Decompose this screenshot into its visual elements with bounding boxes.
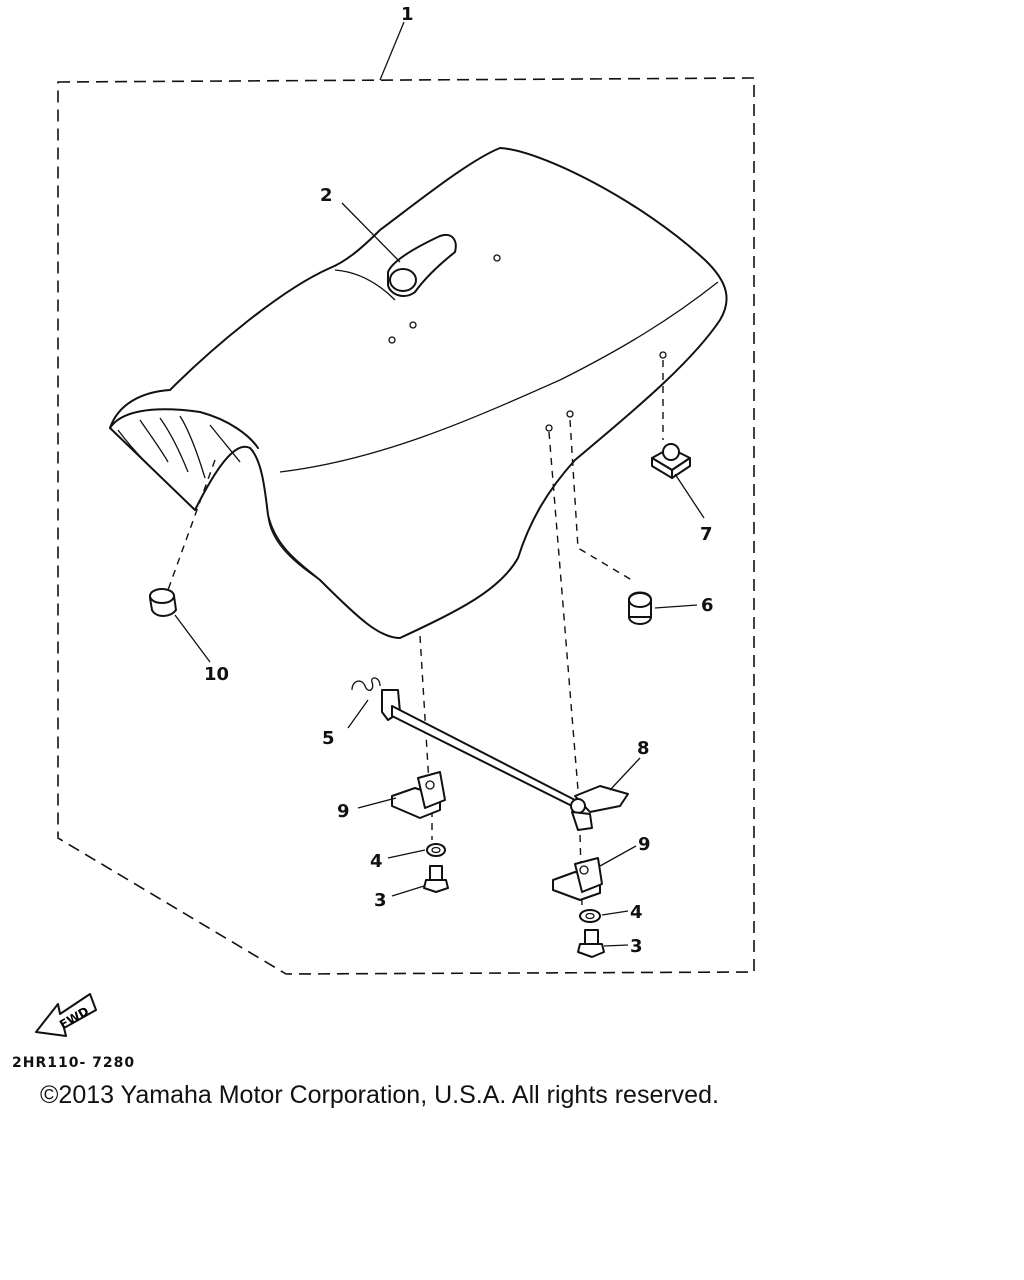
part-6-damper [569, 419, 652, 625]
leader-8 [609, 757, 641, 791]
leader-10 [174, 614, 211, 663]
leader-5 [347, 699, 369, 729]
leader-9a [357, 797, 397, 809]
callout-3a: 3 [374, 890, 387, 911]
part-7-clip-nut [651, 360, 691, 479]
part-10-damper [149, 459, 216, 617]
leader-9b [599, 845, 637, 867]
callout-7: 7 [700, 524, 713, 545]
callout-4a: 4 [370, 851, 383, 872]
callout-9a: 9 [337, 801, 350, 822]
part-8-lock-rod [381, 689, 629, 831]
diagram-code: 2HR110- 7280 [12, 1055, 136, 1071]
callout-6: 6 [701, 595, 714, 616]
callout-9b: 9 [638, 834, 651, 855]
leader-4a [387, 849, 426, 859]
callout-5: 5 [322, 728, 335, 749]
part-9-bracket-left [391, 771, 446, 819]
part-4-washer-left [426, 843, 446, 857]
part-3-bolt-right [577, 929, 605, 958]
part-5-spring [351, 677, 381, 691]
part-3-bolt-left [423, 865, 449, 893]
callout-2: 2 [320, 185, 333, 206]
callout-4b: 4 [630, 902, 643, 923]
callout-1: 1 [401, 4, 414, 25]
leader-1 [379, 21, 405, 81]
seat-body [109, 147, 728, 639]
leader-7 [674, 473, 705, 519]
leader-6 [654, 604, 698, 609]
part-9-bracket-right [552, 857, 603, 901]
assembly-boundary [57, 77, 755, 975]
seat-strap [387, 234, 457, 297]
callout-8: 8 [637, 738, 650, 759]
leader-3b [603, 944, 629, 947]
leader-3a [391, 885, 425, 897]
copyright-notice: ©2013 Yamaha Motor Corporation, U.S.A. A… [40, 1081, 719, 1109]
callout-3b: 3 [630, 936, 643, 957]
leader-4b [601, 910, 629, 916]
fwd-arrow-icon: FWD [35, 993, 97, 1037]
part-4-washer-right [579, 909, 601, 923]
leader-2 [341, 202, 401, 263]
callout-10: 10 [204, 664, 229, 685]
